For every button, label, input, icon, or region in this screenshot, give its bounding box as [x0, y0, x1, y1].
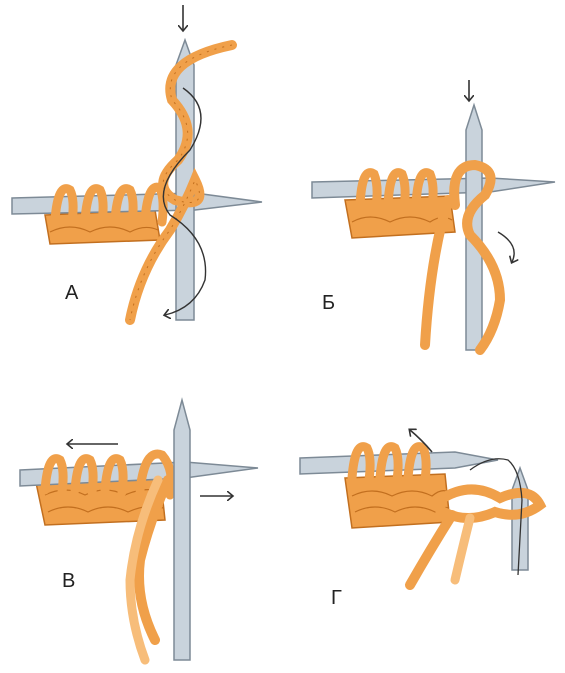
right-needle — [174, 400, 190, 660]
yarn-tail — [455, 518, 470, 580]
panel-label-b: Б — [322, 292, 335, 315]
curved-arrow-icon — [498, 232, 514, 262]
panel-label-g: Г — [331, 587, 342, 610]
panel-g — [300, 430, 540, 585]
panel-label-v: В — [62, 570, 75, 593]
panel-v — [20, 400, 258, 660]
panel-b — [312, 80, 555, 350]
panel-label-a: А — [65, 282, 78, 305]
working-yarn — [410, 515, 452, 585]
panel-a — [12, 5, 262, 320]
